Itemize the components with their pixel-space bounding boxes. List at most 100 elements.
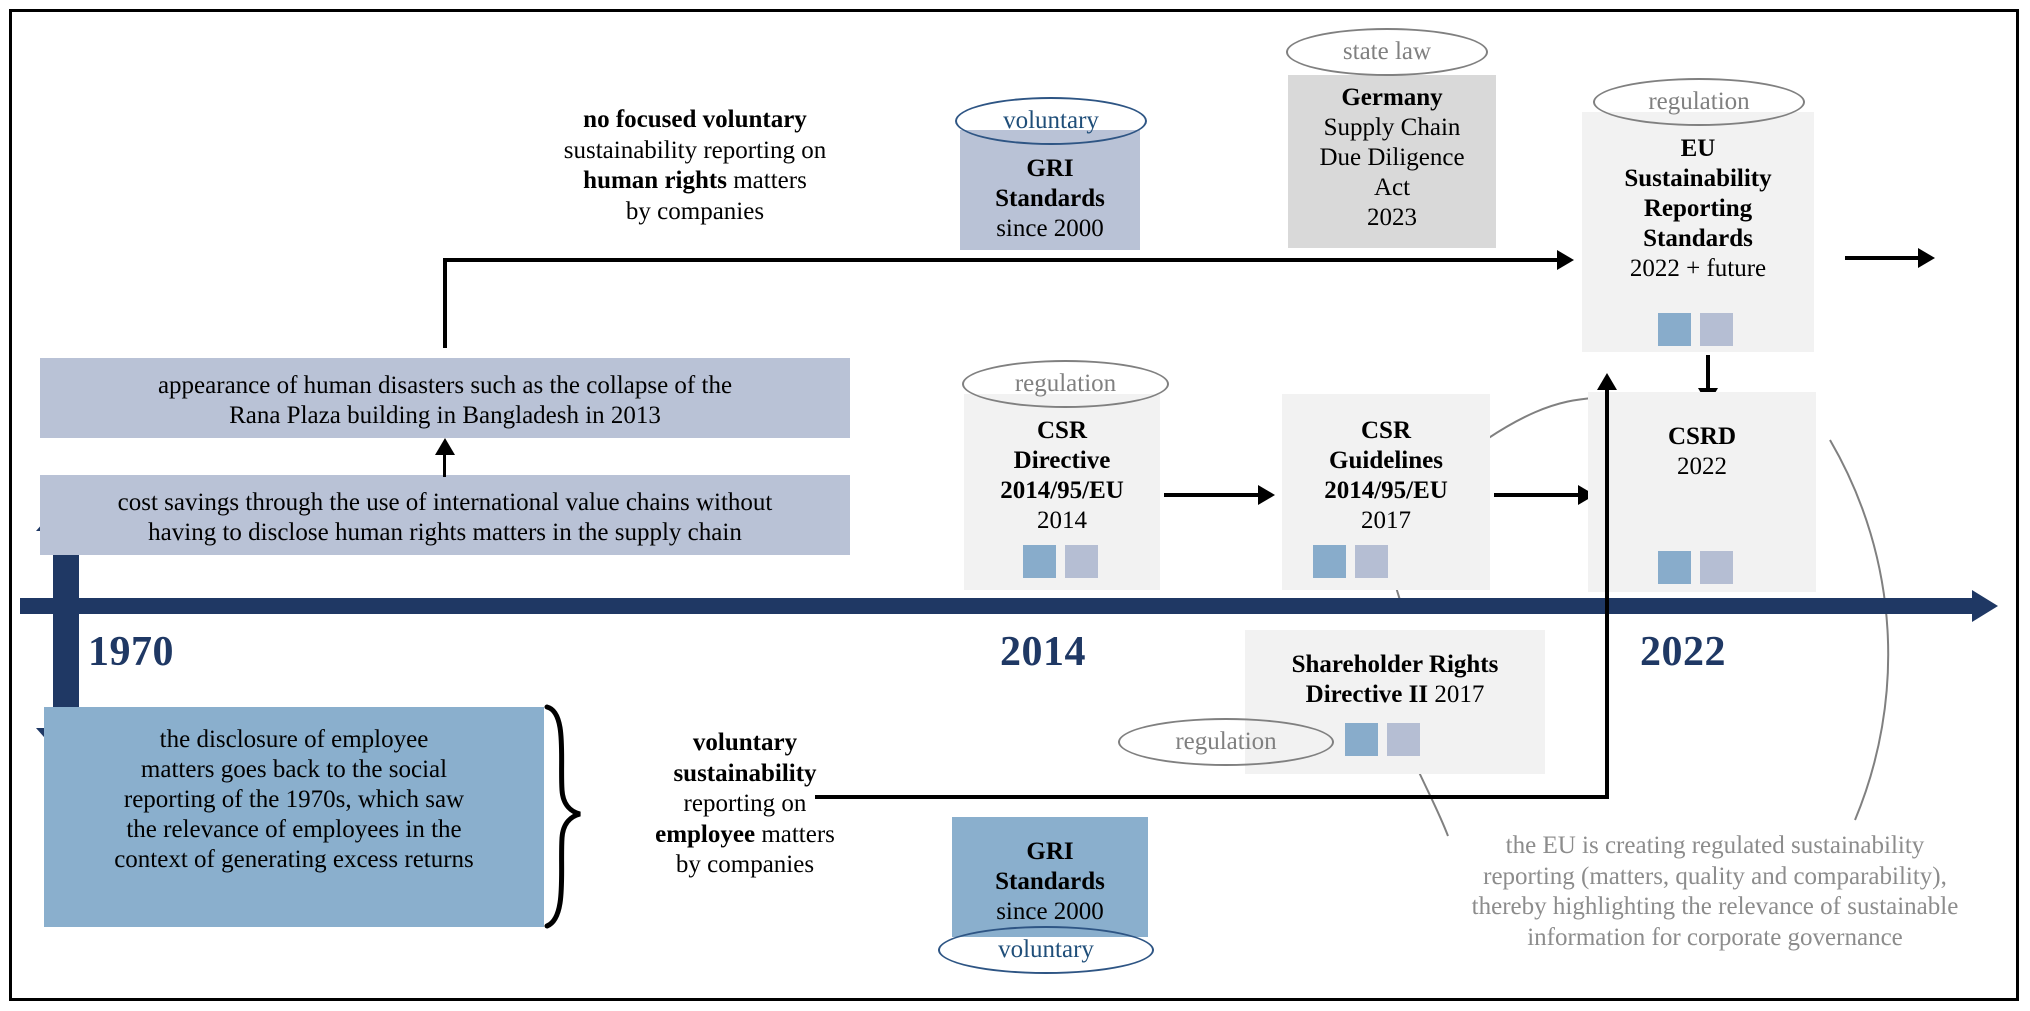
connector-guidelines-to-csrd — [1494, 493, 1584, 497]
gri-bottom-title-line1: GRI — [1026, 838, 1074, 865]
swatches-esrs — [1658, 313, 1733, 346]
esrs-title-line4: Standards — [1643, 225, 1753, 252]
year-label-2014: 2014 — [1000, 629, 1086, 675]
vol-line-5: by companies — [675, 851, 815, 878]
tag-voluntary-gri-top: voluntary — [955, 97, 1147, 145]
tag-state-law-germany: state law — [1286, 28, 1488, 76]
tag-regulation-csr-directive: regulation — [962, 360, 1169, 408]
csr-directive-line1: CSR — [1036, 417, 1087, 444]
disasters-line2: Rana Plaza building in Bangladesh in 201… — [229, 402, 661, 429]
box-gri-standards-top[interactable]: GRI Standards since 2000 — [960, 130, 1140, 250]
employee-history-line4: the relevance of employees in the — [126, 816, 462, 843]
swatch-dark-blue — [1345, 723, 1378, 756]
connector-horizontal-top-to-esrs — [443, 258, 1563, 262]
vol-line-2: sustainability — [673, 759, 817, 787]
tag-regulation-shareholder: regulation — [1118, 718, 1334, 766]
note-line-3-bold: human rights — [583, 167, 727, 194]
box-human-disasters[interactable]: appearance of human disasters such as th… — [40, 358, 850, 438]
swatch-light-blue — [1355, 545, 1388, 578]
box-germany-supply-chain-act[interactable]: Germany Supply Chain Due Diligence Act 2… — [1288, 75, 1496, 248]
navy-double-arrow-shaft — [53, 530, 79, 730]
swatches-csrd — [1658, 551, 1733, 584]
vol-line-1: voluntary — [692, 729, 798, 756]
swatch-dark-blue — [1658, 551, 1691, 584]
timeline-axis — [20, 598, 1975, 614]
note-line-2: sustainability reporting on — [563, 136, 827, 164]
arrowhead-top-to-esrs — [1557, 250, 1574, 270]
note-voluntary-employee: voluntary sustainability reporting on em… — [600, 728, 890, 881]
tag-voluntary-gri-bottom: voluntary — [938, 926, 1154, 974]
diagram-border — [9, 9, 2019, 1001]
tag-label: regulation — [1648, 88, 1750, 115]
box-gri-standards-bottom[interactable]: GRI Standards since 2000 — [952, 817, 1148, 937]
conclusion-line2: reporting (matters, quality and comparab… — [1483, 862, 1947, 890]
connector-bottom-horizontal — [815, 795, 1609, 799]
swatches-csr-directive — [1023, 545, 1098, 578]
employee-history-line2: matters goes back to the social — [140, 756, 448, 783]
connector-vertical-from-top-note — [443, 258, 447, 348]
connector-cost-to-disasters — [443, 455, 446, 477]
csrd-year: 2022 — [1677, 453, 1727, 480]
gri-top-title-line2: Standards — [995, 185, 1105, 212]
box-employee-disclosure-history[interactable]: the disclosure of employee matters goes … — [44, 707, 544, 927]
gri-top-title-line1: GRI — [1026, 155, 1074, 182]
swatch-dark-blue — [1658, 313, 1691, 346]
cost-savings-line2: having to disclose human rights matters … — [148, 519, 742, 546]
tag-label: regulation — [1014, 370, 1117, 397]
box-cost-savings[interactable]: cost savings through the use of internat… — [40, 475, 850, 555]
note-no-focused-voluntary: no focused voluntary sustainability repo… — [545, 105, 845, 227]
esrs-title-line3: Reporting — [1643, 195, 1753, 222]
germany-line2: Supply Chain — [1323, 114, 1461, 141]
vol-line-4-bold: employee — [655, 820, 756, 848]
note-eu-conclusion: the EU is creating regulated sustainabil… — [1425, 831, 2005, 953]
tag-label: voluntary — [1003, 107, 1099, 134]
tag-label: state law — [1342, 38, 1432, 65]
gri-top-subtitle: since 2000 — [996, 215, 1104, 242]
csr-guidelines-line3: 2014/95/EU — [1324, 477, 1448, 504]
germany-line3: Due Diligence — [1319, 144, 1465, 171]
arrowhead-directive-to-guidelines — [1258, 485, 1275, 505]
box-eu-sustainability-reporting-standards[interactable]: EU Sustainability Reporting Standards 20… — [1582, 112, 1814, 352]
swatch-light-blue — [1387, 723, 1420, 756]
year-label-2022: 2022 — [1640, 629, 1726, 675]
germany-line4: Act — [1373, 174, 1411, 201]
arrowhead-cost-to-disasters — [435, 438, 455, 455]
swatches-csr-guidelines — [1313, 545, 1388, 578]
esrs-title-line2: Sustainability — [1624, 165, 1772, 192]
arrowhead-bottom-riser — [1597, 373, 1617, 390]
box-csr-directive[interactable]: CSR Directive 2014/95/EU 2014 — [964, 394, 1160, 590]
connector-bottom-riser-upper — [1605, 388, 1609, 598]
tag-label: voluntary — [998, 936, 1094, 963]
swatch-light-blue — [1700, 313, 1733, 346]
swatch-dark-blue — [1313, 545, 1346, 578]
csr-guidelines-year: 2017 — [1361, 507, 1411, 534]
swatch-light-blue — [1065, 545, 1098, 578]
swatch-light-blue — [1700, 551, 1733, 584]
arrowhead-esrs-exit — [1918, 248, 1935, 268]
employee-history-line3: reporting of the 1970s, which saw — [123, 786, 465, 813]
employee-history-line1: the disclosure of employee — [159, 726, 429, 753]
csr-guidelines-line1: CSR — [1360, 417, 1411, 444]
box-csrd[interactable]: CSRD 2022 — [1588, 392, 1816, 592]
employee-history-line5: context of generating excess returns — [114, 846, 474, 873]
conclusion-line3: thereby highlighting the relevance of su… — [1471, 893, 1959, 920]
csrd-title: CSRD — [1667, 423, 1737, 450]
connector-esrs-to-csrd — [1706, 355, 1710, 392]
note-line-3-rest: matters — [726, 167, 807, 194]
disasters-line1: appearance of human disasters such as th… — [157, 372, 733, 399]
timeline-arrowhead — [1972, 590, 1998, 622]
esrs-title-line1: EU — [1680, 135, 1716, 162]
vol-line-3: reporting on — [683, 790, 807, 817]
conclusion-line1: the EU is creating regulated sustainabil… — [1505, 832, 1925, 859]
swatches-shareholder — [1345, 723, 1420, 756]
conclusion-line4: information for corporate governance — [1527, 923, 1903, 951]
csr-directive-line3: 2014/95/EU — [1000, 477, 1124, 504]
cost-savings-line1: cost savings through the use of internat… — [117, 489, 773, 516]
shareholder-line1: Shareholder Rights — [1291, 651, 1499, 678]
connector-directive-to-guidelines — [1164, 493, 1264, 497]
csr-directive-year: 2014 — [1037, 507, 1087, 534]
csr-guidelines-line2: Guidelines — [1329, 447, 1443, 474]
shareholder-line2: Directive II — [1305, 681, 1429, 708]
gri-bottom-title-line2: Standards — [995, 868, 1105, 895]
shareholder-line2-year: 2017 — [1428, 681, 1485, 708]
